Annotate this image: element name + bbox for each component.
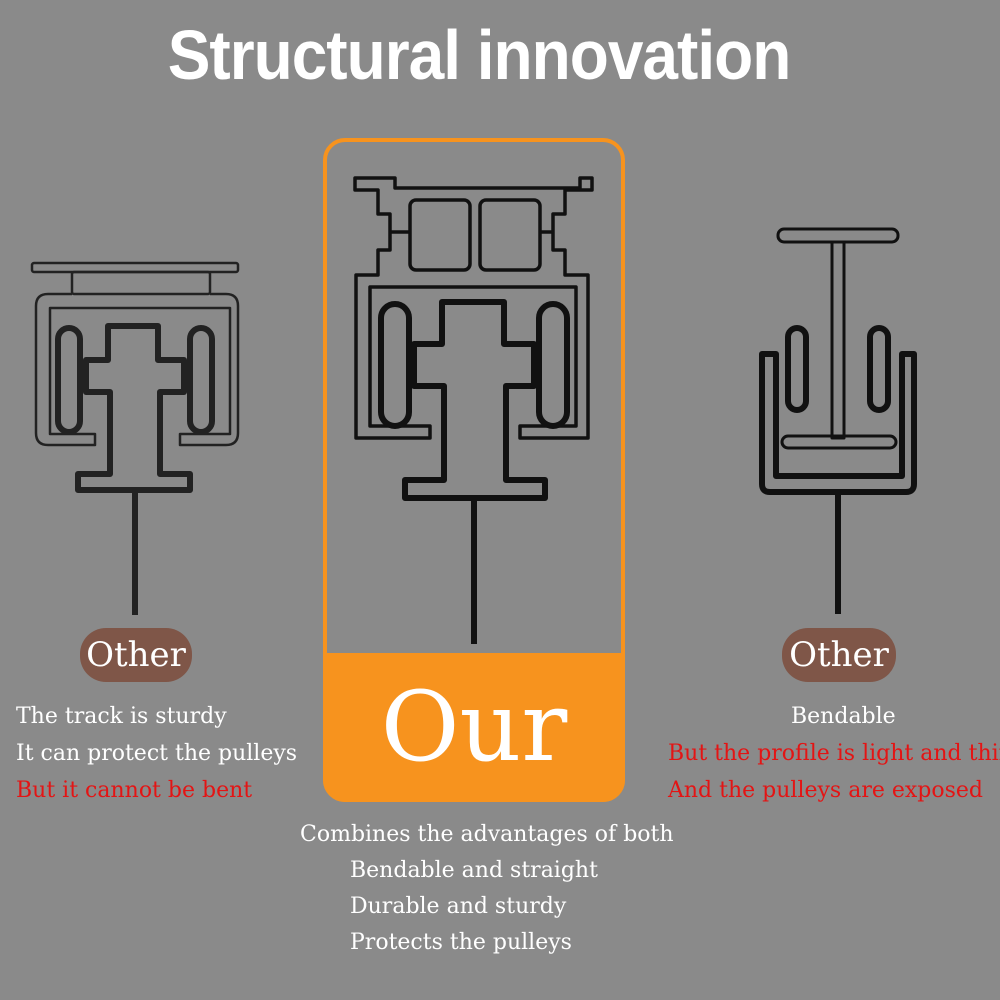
center-line: Protects the pulleys bbox=[350, 930, 572, 955]
center-description: Combines the advantages of both Bendable… bbox=[300, 817, 674, 961]
right-line-warning: And the pulleys are exposed bbox=[668, 778, 984, 803]
our-track-profile bbox=[353, 176, 594, 644]
right-badge: Other bbox=[782, 628, 896, 682]
right-line: Bendable bbox=[791, 704, 896, 729]
our-badge: Our bbox=[323, 653, 625, 802]
left-line: It can protect the pulleys bbox=[16, 741, 298, 766]
left-line: The track is sturdy bbox=[16, 704, 227, 729]
right-track-profile bbox=[759, 227, 917, 614]
left-description: The track is sturdy It can protect the p… bbox=[16, 698, 297, 809]
left-badge: Other bbox=[80, 628, 192, 682]
center-line: Combines the advantages of both bbox=[300, 822, 674, 847]
right-line-warning: But the profile is light and thin bbox=[668, 741, 1000, 766]
page-title: Structural innovation bbox=[167, 16, 792, 94]
center-line: Bendable and straight bbox=[350, 858, 598, 883]
left-track-profile bbox=[30, 261, 240, 615]
left-line-warning: But it cannot be bent bbox=[16, 778, 253, 803]
center-line: Durable and sturdy bbox=[350, 894, 567, 919]
right-description: Bendable But the profile is light and th… bbox=[668, 698, 1000, 809]
